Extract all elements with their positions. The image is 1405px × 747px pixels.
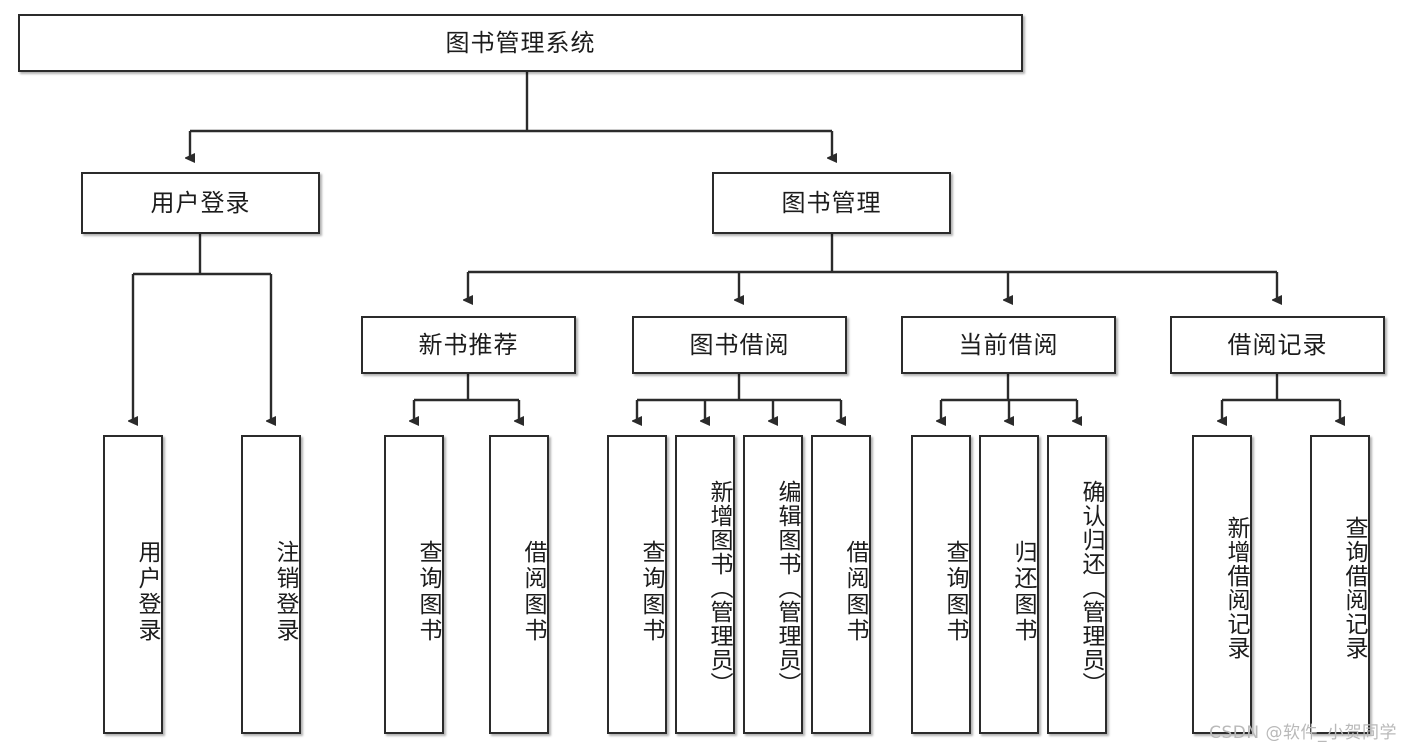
node-leaf-add-book-admin[interactable]: 新增图书（管理员）	[675, 435, 735, 734]
node-label: 用户登录	[150, 188, 251, 217]
node-book-manage[interactable]: 图书管理	[712, 172, 951, 234]
node-label: 新书推荐	[418, 330, 519, 359]
node-label: 图书管理	[781, 188, 882, 217]
node-label: 借阅图书	[842, 539, 868, 644]
node-leaf-return-book[interactable]: 归还图书	[979, 435, 1039, 734]
node-root-book-management-system[interactable]: 图书管理系统	[18, 14, 1023, 72]
node-book-borrow[interactable]: 图书借阅	[632, 316, 847, 374]
node-label: 用户登录	[134, 539, 160, 644]
node-leaf-user-login[interactable]: 用户登录	[103, 435, 163, 734]
node-leaf-edit-book-admin[interactable]: 编辑图书（管理员）	[743, 435, 803, 734]
node-label: 当前借阅	[958, 330, 1059, 359]
node-label: 注销登录	[272, 539, 298, 644]
node-label: 查询借阅记录	[1341, 515, 1367, 660]
watermark-text: CSDN @软件_小贺同学	[1209, 723, 1397, 743]
node-current-borrow[interactable]: 当前借阅	[901, 316, 1116, 374]
node-leaf-query-book-borrow[interactable]: 查询图书	[607, 435, 667, 734]
node-user-login[interactable]: 用户登录	[81, 172, 320, 234]
node-leaf-borrow-book-borrow[interactable]: 借阅图书	[811, 435, 871, 734]
node-leaf-query-book-recommend[interactable]: 查询图书	[384, 435, 444, 734]
node-new-book-recommend[interactable]: 新书推荐	[361, 316, 576, 374]
node-label: 图书管理系统	[445, 28, 596, 57]
node-label: 归还图书	[1010, 539, 1036, 644]
node-label: 查询图书	[415, 539, 441, 644]
node-label: 图书借阅	[689, 330, 790, 359]
node-label: 查询图书	[942, 539, 968, 644]
node-leaf-add-borrow-record[interactable]: 新增借阅记录	[1192, 435, 1252, 734]
node-borrow-record[interactable]: 借阅记录	[1170, 316, 1385, 374]
node-label: 借阅记录	[1227, 330, 1328, 359]
node-label: 新增借阅记录	[1223, 515, 1249, 660]
node-label: 新增图书（管理员）	[706, 479, 732, 696]
node-leaf-query-book-current[interactable]: 查询图书	[911, 435, 971, 734]
node-label: 确认归还（管理员）	[1078, 479, 1104, 696]
node-leaf-borrow-book-recommend[interactable]: 借阅图书	[489, 435, 549, 734]
node-label: 编辑图书（管理员）	[774, 479, 800, 696]
node-leaf-query-borrow-record[interactable]: 查询借阅记录	[1310, 435, 1370, 734]
node-label: 借阅图书	[520, 539, 546, 644]
node-leaf-user-logout[interactable]: 注销登录	[241, 435, 301, 734]
node-leaf-confirm-return-admin[interactable]: 确认归还（管理员）	[1047, 435, 1107, 734]
node-label: 查询图书	[638, 539, 664, 644]
